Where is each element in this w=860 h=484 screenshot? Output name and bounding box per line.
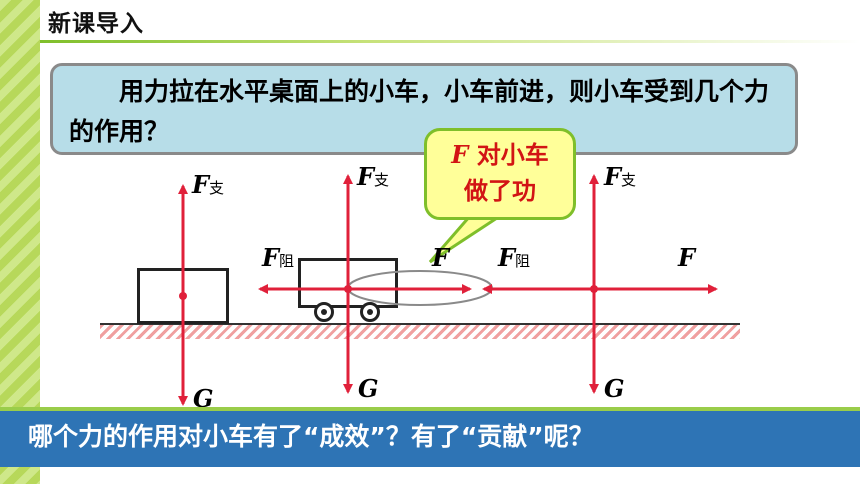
title-underline: [40, 40, 860, 43]
cart-support-label: F支: [357, 162, 390, 191]
ground-surface: [100, 323, 740, 339]
fbd-gravity-label: G: [604, 374, 625, 403]
fbd-pull-label: F: [678, 243, 696, 272]
cart-wheel-left: [314, 302, 334, 322]
block-gravity-label: G: [193, 384, 214, 413]
cart-pull-label: F: [432, 243, 450, 272]
cart-resistance-label: F阻: [262, 243, 295, 272]
question-text: 用力拉在水平桌面上的小车，小车前进，则小车受到几个力的作用？: [69, 77, 770, 146]
footer-bar: 哪个力的作用对小车有了“成效”？有了“贡献”呢？: [0, 407, 860, 467]
decorative-stripe: [0, 0, 40, 484]
cart-gravity-label: G: [358, 374, 379, 403]
cart-wheel-right: [360, 302, 380, 322]
footer-question: 哪个力的作用对小车有了“成效”？有了“贡献”呢？: [28, 422, 594, 451]
fbd-center-point: [590, 285, 598, 293]
callout-line1-text: 对小车: [468, 141, 549, 169]
cart-center-point: [344, 285, 352, 293]
block-support-label: F支: [192, 170, 225, 199]
callout-force-symbol: F: [451, 140, 469, 169]
page-title: 新课导入: [48, 11, 144, 37]
block-center-point: [179, 292, 187, 300]
callout-line2: 做了功: [464, 177, 536, 205]
fbd-resistance-label: F阻: [498, 243, 531, 272]
callout-line1: F 对小车: [427, 137, 573, 173]
callout-bubble: F 对小车 做了功: [424, 128, 576, 220]
fbd-support-label: F支: [604, 162, 637, 191]
